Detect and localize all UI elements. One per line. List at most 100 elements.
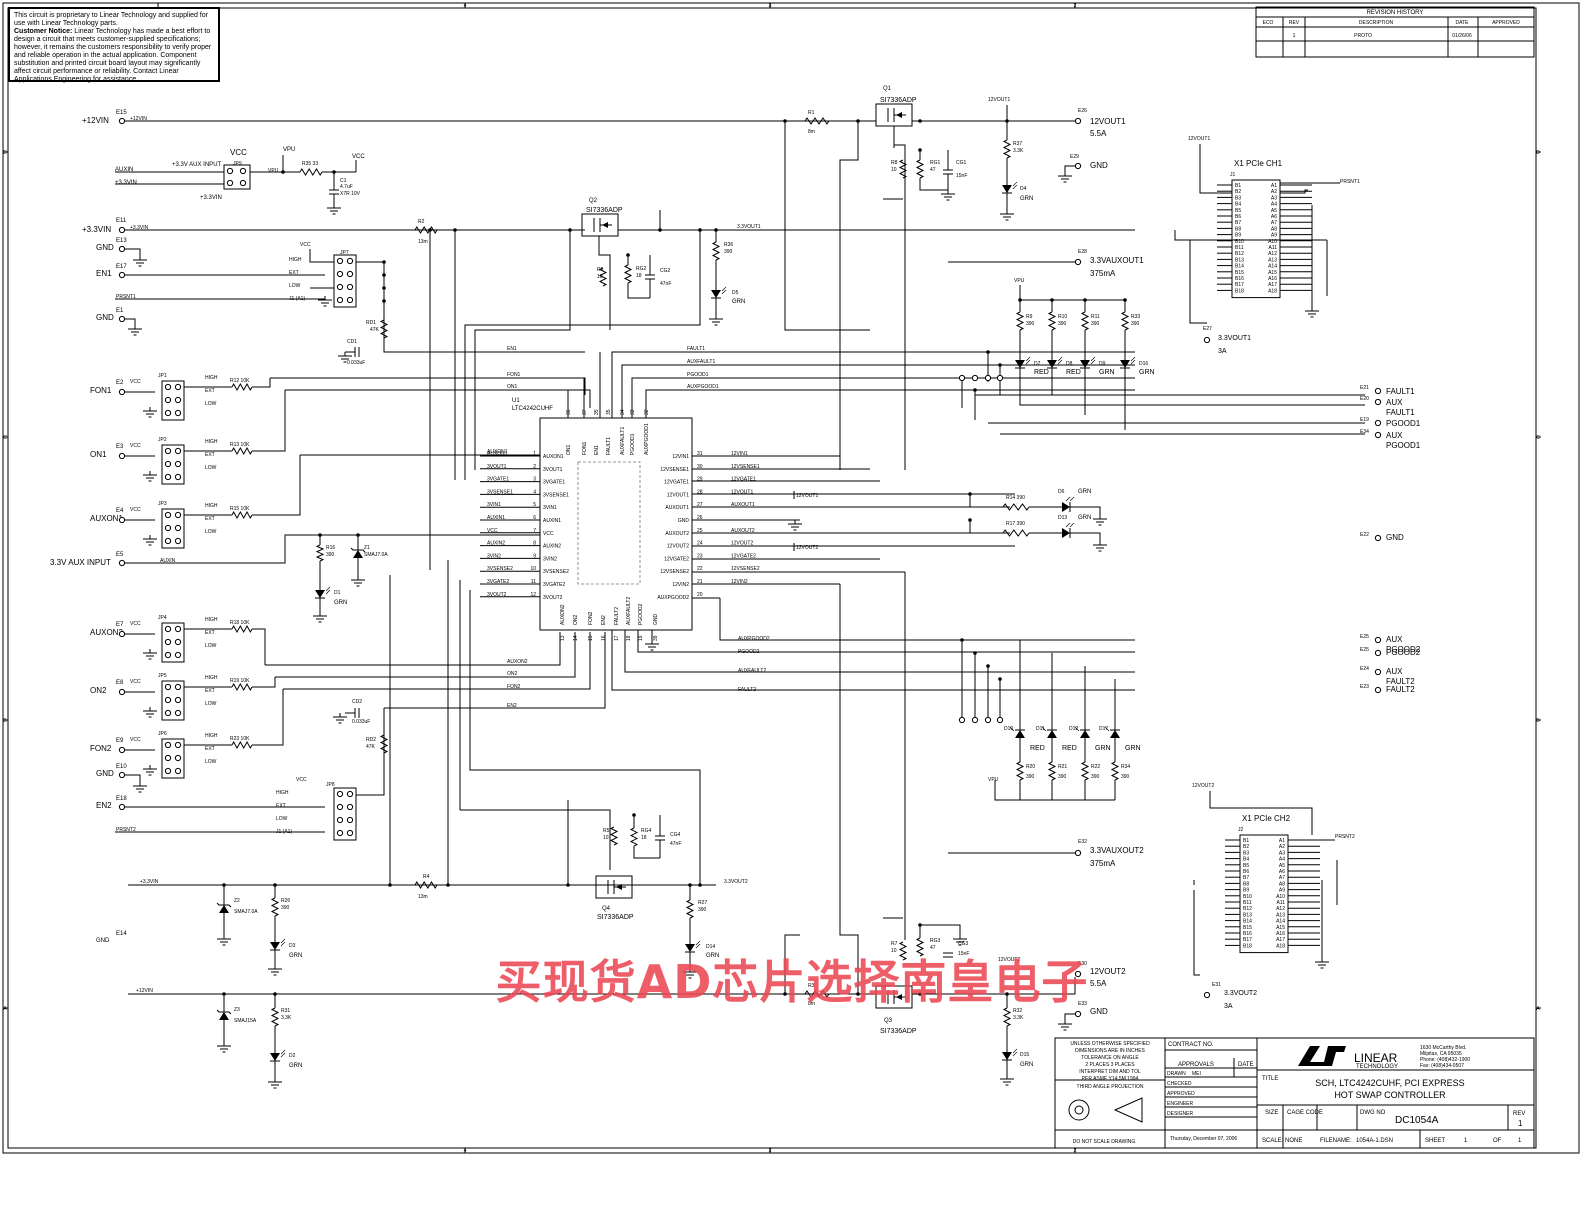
output-flag: PGOOD2 (1386, 648, 1421, 657)
jp7-label: JP7 (340, 250, 349, 256)
u1-pin-number: 9 (533, 553, 536, 559)
terminal-circle (164, 396, 172, 404)
u1-pin-name: AUXON2 (560, 604, 566, 625)
tb-address: Milpitas, CA 95035 (1420, 1051, 1462, 1057)
led-color-label: GRN (1139, 369, 1155, 376)
terminal-circle (226, 167, 234, 175)
resistor-symbol (629, 827, 639, 847)
input-label: FON2 (90, 744, 112, 753)
zener-icon (353, 550, 363, 558)
d6-color: GRN (1078, 489, 1091, 495)
led-color-label: RED (1066, 369, 1081, 376)
high-label: HIGH (205, 375, 218, 381)
d14-color: GRN (706, 953, 719, 959)
r4-label: R4 (423, 874, 430, 880)
r26-label: R26 (281, 898, 290, 904)
fault1-net: FAULT1 (687, 346, 705, 352)
tb-date-printed: Thursday, December 07, 2006 (1170, 1136, 1237, 1142)
terminal-ref: E18 (116, 796, 127, 802)
connector-ref: J1 (1230, 172, 1236, 178)
connector-pin-b: B9 (1243, 888, 1249, 894)
connector-pin-a: A9 (1271, 233, 1277, 239)
u1-pin-net: 3VGATE2 (487, 579, 509, 585)
led-resistor-label: R10 (1058, 314, 1067, 320)
connector-pin-b: B12 (1243, 906, 1252, 912)
u1-pin-number: 23 (697, 553, 703, 559)
terminal-circle (336, 257, 344, 265)
connector-pin-b: B13 (1243, 912, 1252, 918)
rg2-value: 18 (636, 273, 642, 279)
jp8-label: JP8 (326, 782, 335, 788)
auxin-label: AUXIN (115, 167, 133, 173)
led-resistor-value: 390 (1026, 321, 1035, 327)
connector-pin-b: B18 (1235, 288, 1244, 294)
led-resistor-value: 390 (1026, 774, 1035, 780)
u1-pin-name: 12VOUT1 (667, 492, 689, 498)
r36-value: 390 (724, 249, 733, 255)
u1-pin-name: 12VSENSE1 (660, 467, 689, 473)
terminal-circle (174, 511, 182, 519)
connector-pin-b: B7 (1243, 875, 1249, 881)
low-label: LOW (205, 759, 217, 765)
wire (1209, 791, 1313, 835)
input-label: AUXON2 (90, 628, 123, 637)
tb-title1: SCH, LTC4242CUHF, PCI EXPRESS (1315, 1078, 1464, 1088)
connector-pin-b: B13 (1235, 257, 1244, 263)
terminal-circle (164, 511, 172, 519)
resistor-symbol (1015, 761, 1025, 781)
led-resistor-label: R21 (1058, 764, 1067, 770)
prsnt2-label: PRSNT2 (116, 827, 136, 833)
v33in-label2: +3.3VIN (200, 195, 222, 201)
terminal-circle (118, 315, 126, 323)
tb-address: Phone: (408)432-1900 (1420, 1057, 1470, 1063)
led-ref-label: D17 (1099, 726, 1108, 732)
d14-label: D14 (706, 944, 715, 950)
connector-pin-b: B11 (1235, 245, 1244, 251)
jumper-header (161, 738, 185, 779)
u1-pin-number: 10 (530, 566, 536, 572)
prsnt1-right: PRSNT1 (1340, 179, 1360, 185)
terminal-circle (164, 767, 172, 775)
output-flag: FAULT1 (1386, 408, 1415, 417)
tb-date: DATE (1238, 1062, 1254, 1068)
terminal-ref: E3 (116, 444, 124, 450)
u1-pin-number: 15 (588, 635, 594, 641)
led-resistor-label: R34 (1121, 764, 1130, 770)
terminal-ref: E33 (1078, 1001, 1087, 1007)
r5-label: R5 (603, 828, 610, 834)
resistor-symbol (379, 734, 389, 754)
u1-pin-number: 24 (697, 541, 703, 547)
led-resistor-value: 390 (1058, 321, 1067, 327)
u1-pin-name: FON1 (582, 441, 588, 455)
prsnt2-right: PRSNT2 (1335, 834, 1355, 840)
terminal-circle (1374, 431, 1382, 439)
terminal-ref: E25 (1360, 647, 1369, 653)
vcc7-label: VCC (300, 242, 311, 248)
gnd-label: GND (96, 938, 110, 944)
terminal-circle (1074, 849, 1082, 857)
connector-pin-b: B5 (1243, 863, 1249, 869)
wire (637, 630, 1135, 653)
wire (383, 338, 585, 353)
v12-net: +12VIN (136, 988, 153, 994)
terminal-ref: E14 (116, 931, 127, 937)
d5-color: GRN (732, 299, 745, 305)
u1-pin-name: AUXFAULT1 (620, 427, 626, 455)
r2-label: R2 (418, 219, 425, 225)
led-color-label: RED (1034, 369, 1049, 376)
wire (270, 377, 586, 395)
tb-dwg-no: DC1054A (1395, 1115, 1439, 1126)
r7-label: R7 (891, 941, 898, 947)
terminal-circle (346, 790, 354, 798)
terminal-circle (174, 447, 182, 455)
terminal-circle (174, 460, 182, 468)
terminal-circle (346, 829, 354, 837)
led-ray-icon (1090, 356, 1096, 362)
led-icon (1047, 730, 1057, 738)
u1-pin-number: 31 (697, 451, 703, 457)
current-rating: 5.5A (1090, 129, 1107, 138)
terminal-ref: E21 (1360, 385, 1369, 391)
prsnt1-label: PRSNT1 (116, 294, 136, 300)
v33-net: +3.3VIN (140, 879, 159, 885)
